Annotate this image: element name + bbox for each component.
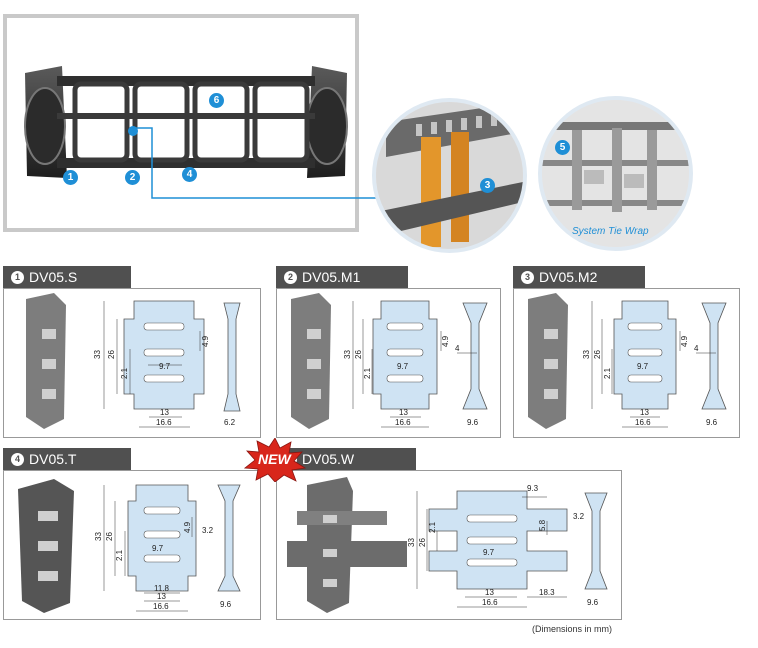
dim-4-9: 4.9 (183, 521, 192, 533)
side-profile (462, 302, 488, 410)
dim-13: 13 (399, 408, 408, 417)
callout-2: 2 (125, 170, 140, 185)
side-profile (223, 302, 241, 412)
dim-3-2: 3.2 (573, 512, 585, 521)
dim-16-6: 16.6 (395, 418, 411, 427)
dim-16-6: 16.6 (156, 418, 172, 427)
product-name: DV05.S (29, 269, 78, 285)
separator-3d-view (26, 293, 66, 429)
dim-26: 26 (107, 350, 116, 359)
separator-3d-view (528, 293, 568, 429)
dim-side: 9.6 (467, 418, 479, 427)
dim-9-7: 9.7 (397, 362, 409, 371)
dim-gap: 4 (694, 344, 699, 353)
dim-33: 33 (407, 538, 416, 547)
dim-13: 13 (160, 408, 169, 417)
dim-26: 26 (105, 532, 114, 541)
dim-9-7: 9.7 (159, 362, 171, 371)
side-profile (584, 492, 608, 590)
dim-side: 9.6 (587, 598, 599, 607)
dim-13: 13 (157, 592, 166, 601)
zoom-tie-wrap-detail (538, 96, 693, 251)
dim-gap: 3.2 (202, 526, 214, 535)
new-badge-text: NEW (258, 451, 291, 467)
dim-2-1: 2.1 (363, 367, 372, 379)
callout-1: 1 (63, 170, 78, 185)
tab-number: 4 (11, 452, 24, 466)
dim-9-7: 9.7 (637, 362, 649, 371)
dim-gap: 4 (455, 344, 460, 353)
dim-9-3: 9.3 (527, 484, 539, 493)
zoom-separator-detail (372, 98, 527, 253)
dim-4-9: 4.9 (680, 335, 689, 347)
dim-26: 26 (593, 350, 602, 359)
callout-4: 4 (182, 167, 197, 182)
callout-3: 3 (480, 178, 495, 193)
side-profile (701, 302, 727, 410)
cable-chain-illustration (24, 66, 348, 178)
separator-3d-view (291, 293, 331, 429)
dim-side: 9.6 (220, 600, 232, 609)
product-name: DV05.T (29, 451, 77, 467)
dimensions-note: (Dimensions in mm) (532, 624, 613, 634)
dim-2-1: 2.1 (120, 367, 129, 379)
callout-5: 5 (555, 140, 570, 155)
panel-dv05-w: 33 26 2.1 9.7 5.8 9.3 3.2 13 16.6 18.3 9… (276, 470, 622, 620)
tab-dv05-s: 1 DV05.S (3, 266, 131, 288)
dim-16-6: 16.6 (153, 602, 169, 611)
dim-9-7: 9.7 (152, 544, 164, 553)
side-profile (217, 484, 241, 592)
dim-4-9: 4.9 (441, 335, 450, 347)
dim-33: 33 (343, 350, 352, 359)
tab-number: 3 (521, 270, 534, 284)
dim-2-1: 2.1 (603, 367, 612, 379)
dim-13: 13 (485, 588, 494, 597)
tab-dv05-m1: 2 DV05.M1 (276, 266, 408, 288)
dim-2-1: 2.1 (428, 521, 437, 533)
product-name: DV05.W (302, 451, 355, 467)
tie-wrap-label: System Tie Wrap (572, 226, 649, 237)
separator-3d-view (287, 477, 407, 613)
dim-16-6: 16.6 (482, 598, 498, 607)
dim-26: 26 (354, 350, 363, 359)
product-name: DV05.M2 (539, 269, 598, 285)
dim-18-3: 18.3 (539, 588, 555, 597)
tab-dv05-t: 4 DV05.T (3, 448, 131, 470)
tab-number: 2 (284, 270, 297, 284)
hero-chain-image (3, 14, 359, 232)
panel-dv05-m1: 33 26 2.1 9.7 4.9 13 16.6 4 9.6 (276, 288, 501, 438)
panel-dv05-m2: 33 26 2.1 9.7 4.9 13 16.6 4 9.6 (513, 288, 740, 438)
tab-number: 1 (11, 270, 24, 284)
dim-2-1: 2.1 (115, 549, 124, 561)
dim-16-6: 16.6 (635, 418, 651, 427)
product-name: DV05.M1 (302, 269, 361, 285)
dim-13: 13 (640, 408, 649, 417)
dim-11-8: 11.8 (154, 584, 170, 593)
dim-33: 33 (94, 532, 103, 541)
dim-33: 33 (582, 350, 591, 359)
panel-dv05-s: 33 26 2.1 9.7 4.9 13 16.6 6.2 (3, 288, 261, 438)
new-badge: NEW (243, 437, 307, 483)
tab-dv05-m2: 3 DV05.M2 (513, 266, 645, 288)
callout-6: 6 (209, 93, 224, 108)
dim-side: 9.6 (706, 418, 718, 427)
dim-33: 33 (93, 350, 102, 359)
connector-line (130, 127, 378, 199)
dim-4-9: 4.9 (201, 335, 210, 347)
dim-5-8: 5.8 (538, 519, 547, 531)
dim-9-7: 9.7 (483, 548, 495, 557)
separator-3d-view (18, 479, 74, 613)
dim-26: 26 (418, 538, 427, 547)
panel-dv05-t: 33 26 2.1 9.7 4.9 11.8 13 16.6 3.2 9.6 (3, 470, 261, 620)
dim-side: 6.2 (224, 418, 236, 427)
